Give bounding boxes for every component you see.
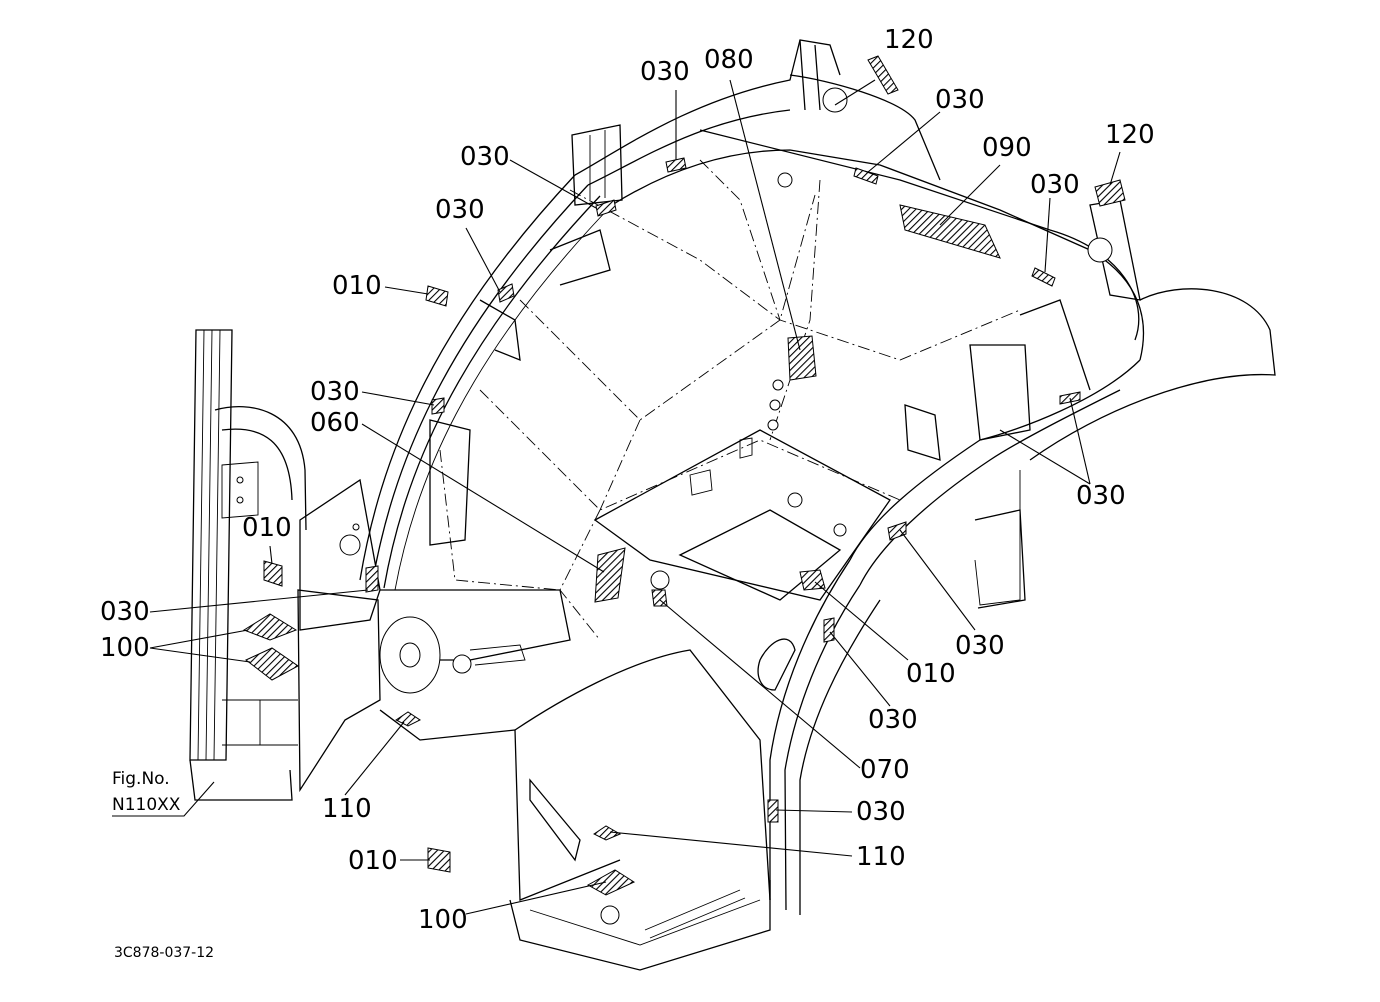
clip-030-f [431, 397, 445, 415]
decal-090 [899, 204, 1001, 259]
leader-lines [112, 79, 1121, 915]
callout-030-rear-right: 030 [1030, 170, 1080, 200]
decal-060 [594, 547, 626, 603]
clip-030-j [767, 799, 779, 823]
clip-030-h [887, 521, 907, 541]
decal-010-upper-left [425, 285, 449, 307]
clip-030-c [1031, 267, 1056, 287]
callout-120-top: 120 [884, 25, 934, 55]
callout-100-bottom: 100 [418, 905, 468, 935]
callout-110-left: 110 [322, 794, 372, 824]
callout-100-left: 100 [100, 633, 150, 663]
decal-120-right [1094, 179, 1126, 207]
decal-100-upper [242, 613, 298, 641]
callout-030-bottom-right: 030 [856, 797, 906, 827]
callout-010-left: 010 [242, 513, 292, 543]
figure-reference: Fig.No. N110XX [112, 769, 181, 815]
callout-110-right: 110 [856, 842, 906, 872]
callout-030-top-left: 030 [640, 57, 690, 87]
decal-010-left [263, 560, 283, 587]
callout-010-upper: 010 [332, 271, 382, 301]
cab-frame [189, 39, 1276, 971]
callout-060: 060 [310, 408, 360, 438]
clip-030-b [853, 167, 879, 185]
callout-090: 090 [982, 133, 1032, 163]
callout-010-right: 010 [906, 659, 956, 689]
callout-070: 070 [860, 755, 910, 785]
callout-120-right: 120 [1105, 120, 1155, 150]
decal-110-left [395, 711, 421, 727]
callout-030-upper-left: 030 [460, 142, 510, 172]
callout-030-right-mid: 030 [955, 631, 1005, 661]
decal-110-right [593, 825, 622, 841]
callout-080: 080 [704, 45, 754, 75]
callout-030-arc-mid: 030 [310, 377, 360, 407]
fig-ref-label: Fig.No. [112, 769, 170, 789]
callout-030-right-rail: 030 [1076, 481, 1126, 511]
fig-ref-number: N110XX [112, 795, 181, 815]
decal-100-lower [245, 647, 299, 681]
decal-010-bottom [427, 847, 451, 873]
callout-030-right-lower: 030 [868, 705, 918, 735]
decal-080 [787, 335, 817, 381]
decal-100-bottom [586, 869, 636, 896]
callout-030-arc-upper: 030 [435, 195, 485, 225]
decal-120-top [867, 55, 899, 95]
clip-030-g [365, 565, 379, 593]
clip-030-e [497, 283, 515, 303]
clip-030-i [823, 617, 835, 643]
callout-labels: 120 030 080 030 030 090 120 030 030 010 … [100, 25, 1155, 935]
decal-marks [242, 55, 1126, 896]
clip-030-d [595, 199, 617, 217]
clip-030-a [665, 157, 687, 173]
callout-030-top-right: 030 [935, 85, 985, 115]
callout-030-left: 030 [100, 597, 150, 627]
drawing-code: 3C878-037-12 [114, 945, 214, 961]
callout-010-bottom: 010 [348, 846, 398, 876]
